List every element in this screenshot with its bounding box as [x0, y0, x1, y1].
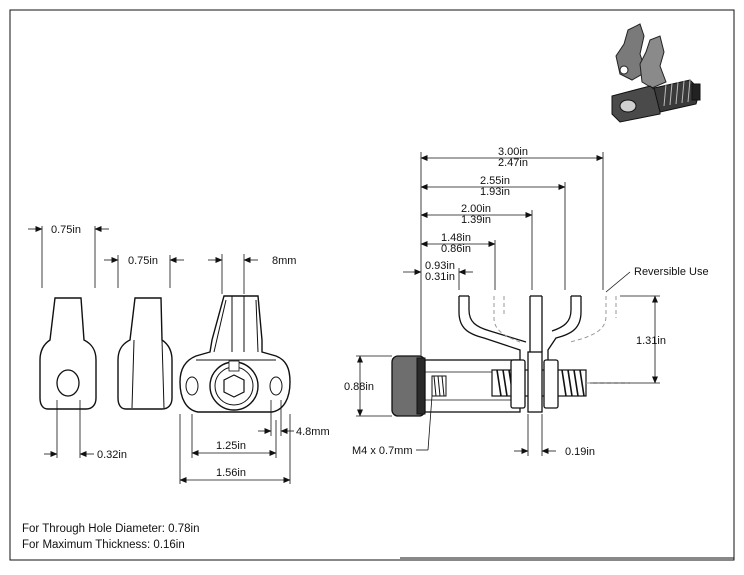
assembly-dim-d: 1.93in [480, 186, 510, 198]
drawing-border [9, 9, 735, 561]
note-through-hole: For Through Hole Diameter: 0.78in [22, 523, 200, 535]
reversible-use-label: Reversible Use [634, 266, 709, 278]
assembly-dim-c: 2.55in [480, 175, 510, 187]
front-top-label: 8mm [272, 255, 296, 267]
assembly-height-label: 1.31in [636, 335, 666, 347]
isometric-3d-preview-icon [611, 23, 701, 123]
assembly-plate-label: 0.19in [565, 446, 595, 458]
assembly-dim-a: 3.00in [498, 146, 528, 158]
side-view-2: 0.75in [104, 255, 184, 410]
front-view-hex-socket [223, 374, 245, 398]
note-max-thickness: For Maximum Thickness: 0.16in [22, 539, 185, 551]
side-view-2-outline [117, 297, 173, 410]
assembly-dim-b: 2.47in [498, 157, 528, 169]
assembly-view: 3.00in 2.47in 2.55in 1.93in 2.00in 1.39i… [344, 146, 709, 458]
assembly-dim-g: 1.48in [441, 232, 471, 244]
assembly-m4-thread [431, 375, 447, 397]
side2-width-label: 0.75in [128, 255, 158, 267]
front-view-outline [179, 295, 291, 413]
assembly-dim-i: 0.93in [425, 260, 455, 272]
assembly-bracket-reversed [493, 296, 617, 343]
front-slot-label: 4.8mm [296, 426, 330, 438]
assembly-body-label: 0.88in [344, 381, 374, 393]
front-overall-label: 1.56in [216, 467, 246, 479]
side-view-1: 0.75in 0.32in [28, 224, 127, 461]
assembly-nut-right [543, 359, 559, 409]
front-pitch-label: 1.25in [216, 440, 246, 452]
front-view: 8mm 4.8mm 1.25in 1.56in [179, 254, 330, 484]
assembly-dim-f: 1.39in [461, 214, 491, 226]
assembly-dim-j: 0.31in [425, 271, 455, 283]
front-view-slot-right [269, 376, 283, 396]
assembly-plate [527, 351, 543, 413]
side-view-1-outline [39, 297, 97, 410]
side1-hole-label: 0.32in [97, 449, 127, 461]
assembly-dim-h: 0.86in [441, 243, 471, 255]
assembly-bracket [458, 295, 582, 360]
front-view-slot-left [185, 376, 199, 396]
assembly-nut-left [510, 359, 526, 409]
assembly-dim-e: 2.00in [461, 203, 491, 215]
assembly-thread-label: M4 x 0.7mm [352, 445, 413, 457]
side1-width-label: 0.75in [51, 224, 81, 236]
side-view-1-hole [56, 369, 80, 397]
assembly-horizontal-dims: 3.00in 2.47in 2.55in 1.93in 2.00in 1.39i… [403, 146, 604, 360]
